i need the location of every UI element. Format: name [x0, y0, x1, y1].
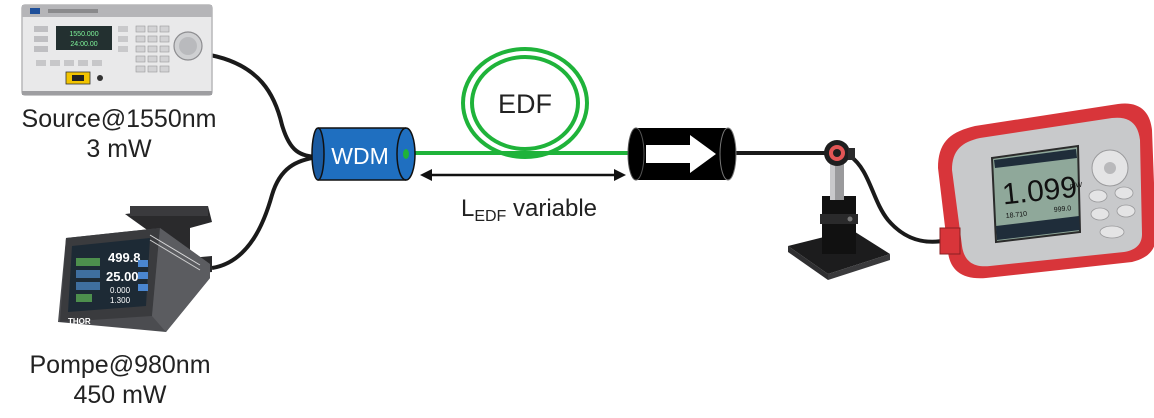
length-label: LEDF variable	[444, 194, 614, 232]
laser-driver-icon: 499.8 25.00 0.000 1.300 THOR	[58, 206, 212, 332]
pump-label: Pompe@980nm	[29, 351, 211, 379]
edf-coil-outer	[461, 47, 589, 159]
power-meter-icon: 1.099 mW 18.710 999.0	[938, 103, 1154, 279]
source-label-block: Source@1550nm 3 mW	[0, 104, 238, 164]
signal-generator-icon: 1550.000 24:00.00	[21, 4, 213, 96]
svg-text:1550.000: 1550.000	[69, 31, 98, 38]
fiber-source-to-wdm	[209, 53, 319, 159]
svg-text:24:00.00: 24:00.00	[70, 41, 97, 48]
edf-label: EDF	[498, 89, 552, 119]
fiber-detector-to-meter	[848, 154, 949, 244]
length-arrow	[420, 169, 626, 181]
svg-text:THOR: THOR	[68, 317, 91, 326]
svg-text:18.710: 18.710	[1005, 211, 1027, 220]
svg-text:999.0: 999.0	[1053, 205, 1071, 214]
edf-fiber: EDF	[410, 47, 634, 159]
svg-text:25.00: 25.00	[106, 269, 139, 284]
pump-power: 450 mW	[73, 381, 167, 409]
isolator-arrow-icon	[627, 127, 737, 181]
svg-text:1.300: 1.300	[110, 296, 131, 305]
source-label: Source@1550nm	[21, 105, 217, 133]
fiber-pump-to-wdm	[211, 155, 319, 270]
edf-coil-inner	[470, 55, 580, 151]
source-power: 3 mW	[86, 135, 152, 163]
fiber-links	[209, 53, 949, 270]
svg-text:499.8: 499.8	[108, 250, 141, 265]
length-subscript: EDF	[474, 208, 507, 225]
length-suffix: variable	[506, 195, 598, 222]
svg-text:1.099: 1.099	[1001, 171, 1079, 212]
svg-text:mW: mW	[1069, 182, 1082, 190]
length-prefix: L	[460, 195, 475, 222]
wdm-label: WDM	[331, 143, 388, 169]
photodetector-icon	[788, 140, 890, 280]
pump-label-block: Pompe@980nm 450 mW	[2, 350, 238, 410]
wdm-coupler: WDM	[311, 127, 416, 181]
svg-text:0.000: 0.000	[110, 286, 131, 295]
